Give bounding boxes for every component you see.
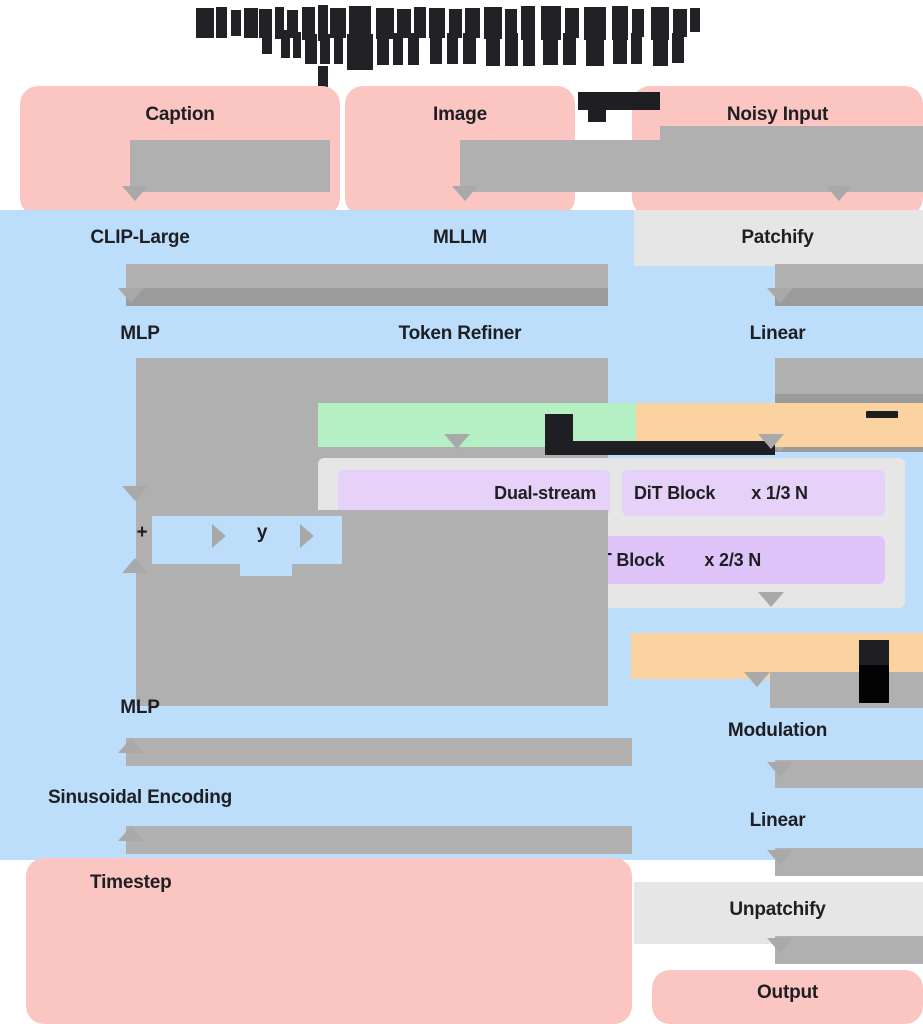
plus-symbol: + xyxy=(128,518,156,548)
text-stream-band xyxy=(318,403,636,447)
input-node-timestep-label: Timestep xyxy=(90,872,172,893)
arrow-clip-to-mlp-head xyxy=(118,288,144,303)
arrow-caption-to-clip-head xyxy=(122,186,148,201)
dit-block-dual-stream[interactable]: Dual-stream xyxy=(338,470,610,516)
encoder-node-mllm-label: MLLM xyxy=(432,227,488,248)
arrow-linear-to-unpatchify-shaft xyxy=(775,848,923,876)
arrow-modulation-to-linear-shaft xyxy=(775,760,923,788)
arrow-unpatchify-to-output-head xyxy=(767,938,793,953)
modulation-occlusion-2 xyxy=(859,665,889,703)
arrow-into-dual-stream-head xyxy=(444,434,470,449)
encoder-node-clip-large[interactable]: CLIP-Large xyxy=(20,222,260,254)
arrow-linear-to-unpatchify-head xyxy=(767,850,793,865)
y-symbol-label: y xyxy=(256,522,268,543)
encoder-node-mllm[interactable]: MLLM xyxy=(345,222,575,254)
y-node-bg xyxy=(240,516,292,576)
dit-block-dual-stream-suffix: DiT Block xyxy=(634,482,716,503)
y-symbol: y xyxy=(244,518,280,548)
arrow-into-image-stream-head xyxy=(758,434,784,449)
arrow-patchify-to-linear-shaft-2 xyxy=(775,288,923,306)
dit-block-dual-stream-label: Dual-stream xyxy=(494,482,596,503)
dit-block-single-stream-count: x 2/3 N xyxy=(704,549,762,570)
arrow-noisy-to-patchify-shaft xyxy=(660,126,923,192)
output-node-modulation[interactable]: Modulation xyxy=(632,715,923,747)
timestep-node-mlp-label: MLP xyxy=(120,697,160,718)
output-node-unpatchify-bg[interactable] xyxy=(634,882,923,944)
arrow-sinusoidal-head xyxy=(118,826,144,841)
timestep-node-sinusoidal-label: Sinusoidal Encoding xyxy=(47,787,233,808)
occlusion-artifact-top-2 xyxy=(588,110,606,122)
encoder-node-token-refiner-label: Token Refiner xyxy=(398,323,522,344)
output-node-unpatchify-label: Unpatchify xyxy=(729,899,826,920)
encoder-node-token-refiner[interactable]: Token Refiner xyxy=(345,318,575,350)
dit-block-dual-stream-count: x 1/3 N xyxy=(751,482,808,503)
arrow-y-to-blocks-head xyxy=(300,524,314,548)
arrow-plus-to-y-head xyxy=(212,524,226,548)
output-node-output-label: Output xyxy=(756,982,819,1003)
encoder-node-clip-large-label: CLIP-Large xyxy=(90,227,190,248)
arrow-noisy-to-patchify-head xyxy=(826,186,852,201)
input-node-caption-label: Caption xyxy=(145,104,215,125)
timestep-node-sinusoidal[interactable]: Sinusoidal Encoding xyxy=(10,782,270,814)
input-node-timestep[interactable]: Timestep xyxy=(26,858,632,1024)
arrow-patchify-to-linear-head xyxy=(767,288,793,303)
arrow-clip-to-mlp-shaft-2 xyxy=(126,288,608,306)
output-node-unpatchify[interactable]: Unpatchify xyxy=(632,894,923,926)
encoder-node-mlp-text[interactable]: MLP xyxy=(20,318,260,350)
arrow-unpatchify-to-output-shaft xyxy=(775,936,923,964)
arrow-mlp-timestep-head xyxy=(118,738,144,753)
encoder-node-patchify-label: Patchify xyxy=(741,227,814,248)
encoder-node-patchify[interactable]: Patchify xyxy=(632,222,923,254)
encoder-node-linear-in-label: Linear xyxy=(749,323,806,344)
arrow-patchify-to-linear-shaft xyxy=(775,264,923,288)
output-node-linear-label: Linear xyxy=(749,810,806,831)
timestep-node-mlp[interactable]: MLP xyxy=(20,692,260,724)
arrow-image-to-mllm-shaft xyxy=(460,140,660,192)
stream-label-occlusion-3 xyxy=(866,411,898,418)
dit-block-dual-stream-count-box[interactable]: DiT Block x 1/3 N xyxy=(622,470,885,516)
plus-symbol-label: + xyxy=(136,522,148,543)
modulation-occlusion-1 xyxy=(859,640,889,667)
encoder-node-patchify-bg[interactable] xyxy=(634,210,923,266)
arrow-clip-to-mlp-shaft xyxy=(126,264,608,288)
arrow-timestep-up-head xyxy=(122,558,148,573)
encoder-node-mlp-text-label: MLP xyxy=(120,323,160,344)
input-node-noisy-input-label: Noisy Input xyxy=(726,104,829,125)
arrow-sinusoidal-shaft xyxy=(126,826,632,854)
arrow-image-to-mllm-head xyxy=(452,186,478,201)
encoder-node-linear-in[interactable]: Linear xyxy=(632,318,923,350)
output-node-output[interactable]: Output xyxy=(652,970,923,1024)
arrow-mlp-timestep-shaft xyxy=(126,738,632,766)
input-node-image-label: Image xyxy=(433,104,487,125)
arrow-mlp-to-stream-head xyxy=(122,486,148,501)
arrow-linear-to-stream-shaft xyxy=(775,358,923,394)
output-node-linear[interactable]: Linear xyxy=(632,805,923,837)
arrow-stream-to-modulation-head xyxy=(744,672,770,687)
output-node-modulation-label: Modulation xyxy=(727,720,828,741)
arrow-modulation-to-linear-head xyxy=(767,762,793,777)
stream-label-occlusion-2 xyxy=(545,441,775,455)
occlusion-artifact-top xyxy=(578,92,660,110)
arrow-caption-to-clip-shaft xyxy=(130,140,330,192)
arrow-stream-to-modulation-shaft xyxy=(770,672,923,708)
arrow-out-of-blocks-head xyxy=(758,592,784,607)
